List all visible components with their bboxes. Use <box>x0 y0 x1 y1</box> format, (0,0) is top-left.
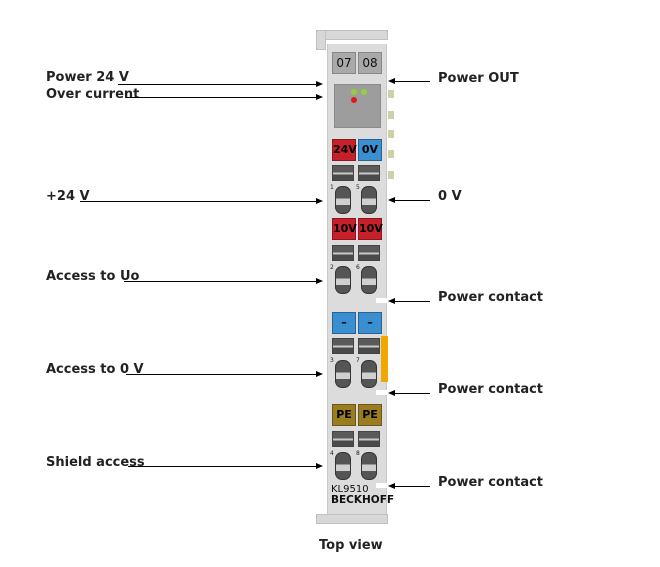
arrow-icon <box>388 390 395 396</box>
pin-number: 7 <box>356 357 360 364</box>
power-contact-slot <box>376 298 388 303</box>
arrow-icon <box>316 371 323 377</box>
spring-opening <box>332 431 354 447</box>
spring-lever[interactable] <box>335 452 351 480</box>
label-power-out: Power OUT <box>438 71 519 86</box>
pin-number: 3 <box>330 357 334 364</box>
tag-10v: 10V <box>358 218 383 240</box>
tag-24v: 24V <box>332 139 357 161</box>
leader-line <box>118 84 316 85</box>
spring-lever[interactable] <box>361 186 377 214</box>
leader-line <box>126 97 316 98</box>
spring-lever[interactable] <box>361 360 377 388</box>
spring-opening <box>358 338 380 354</box>
arrow-icon <box>388 483 395 489</box>
spring-opening <box>332 245 354 261</box>
terminal-number: 07 <box>332 52 356 74</box>
arrow-icon <box>388 78 395 84</box>
spring-lever[interactable] <box>361 452 377 480</box>
led-green <box>351 89 357 95</box>
leader-line <box>395 200 430 201</box>
terminal-number: 08 <box>358 52 382 74</box>
label-power-contact-2: Power contact <box>438 382 544 397</box>
power-contact-pad <box>388 90 394 98</box>
leader-line <box>395 301 430 302</box>
model-number: KL9510 <box>331 484 369 495</box>
spring-opening <box>358 245 380 261</box>
tag-pe: PE <box>358 404 382 426</box>
label-shield-access: Shield access <box>46 455 145 470</box>
pin-number: 4 <box>330 450 334 457</box>
caption-top-view: Top view <box>319 538 383 553</box>
pin-number: 2 <box>330 264 334 271</box>
arrow-icon <box>316 198 323 204</box>
leader-line <box>124 281 316 282</box>
tag-minus: – <box>358 312 382 334</box>
label-power-contact-3: Power contact <box>438 475 544 490</box>
tag-0v: 0V <box>358 139 382 161</box>
spring-lever[interactable] <box>335 186 351 214</box>
spring-lever[interactable] <box>335 266 351 294</box>
power-contact-pad <box>388 171 394 179</box>
leader-line <box>395 486 430 487</box>
top-latch <box>316 30 388 40</box>
label-power-contact-1: Power contact <box>438 290 544 305</box>
spring-opening <box>332 338 354 354</box>
pin-number: 5 <box>356 184 360 191</box>
power-contact-pad <box>388 111 394 119</box>
label-plus-24v: +24 V <box>46 189 90 204</box>
spring-opening <box>358 165 380 181</box>
led-panel <box>334 84 381 128</box>
power-contact-pad <box>388 150 394 158</box>
leader-line <box>395 81 430 82</box>
orange-power-contact <box>381 336 388 382</box>
label-power-24v: Power 24 V <box>46 70 129 85</box>
bottom-latch <box>316 514 388 524</box>
leader-line <box>80 201 316 202</box>
leader-line <box>126 374 316 375</box>
arrow-icon <box>388 298 395 304</box>
tag-minus: – <box>332 312 356 334</box>
arrow-icon <box>316 81 323 87</box>
label-access-uo: Access to Uo <box>46 269 140 284</box>
label-over-current: Over current <box>46 87 140 102</box>
tag-pe: PE <box>332 404 356 426</box>
label-access-0v: Access to 0 V <box>46 362 144 377</box>
pin-number: 6 <box>356 264 360 271</box>
spring-opening <box>358 431 380 447</box>
pin-number: 1 <box>330 184 334 191</box>
power-contact-pad <box>388 130 394 138</box>
top-latch-hook <box>316 30 326 50</box>
leader-line <box>128 466 316 467</box>
arrow-icon <box>316 94 323 100</box>
arrow-icon <box>388 197 395 203</box>
arrow-icon <box>316 463 323 469</box>
pin-number: 8 <box>356 450 360 457</box>
arrow-icon <box>316 278 323 284</box>
led-red <box>351 97 357 103</box>
spring-lever[interactable] <box>335 360 351 388</box>
leader-line <box>395 393 430 394</box>
led-green <box>361 89 367 95</box>
spring-lever[interactable] <box>361 266 377 294</box>
spring-opening <box>332 165 354 181</box>
power-contact-slot <box>376 483 388 488</box>
label-0v: 0 V <box>438 189 462 204</box>
power-contact-slot <box>376 390 388 395</box>
tag-10v: 10V <box>332 218 357 240</box>
brand-logo: BECKHOFF <box>331 494 395 506</box>
